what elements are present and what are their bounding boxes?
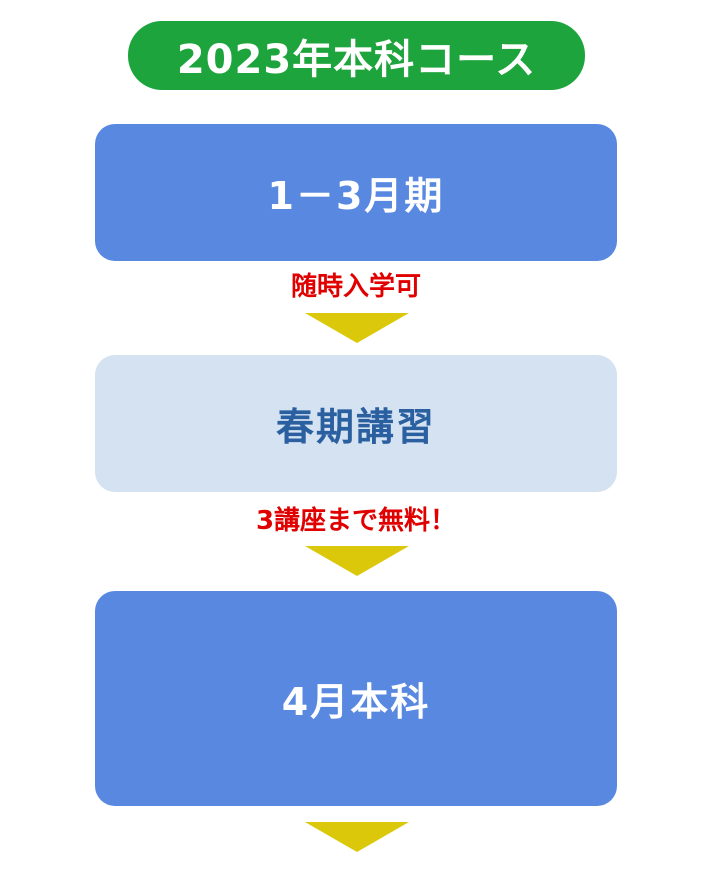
- stage-label: 春期講習: [275, 405, 436, 449]
- down-arrow-shape: [305, 546, 409, 576]
- stage-spring-course: 春期講習: [95, 355, 617, 492]
- course-title: 2023年本科コース: [176, 36, 537, 83]
- course-title-badge: 2023年本科コース: [128, 21, 585, 90]
- down-arrow-shape: [305, 822, 409, 852]
- stage-label: 4月本科: [281, 680, 431, 724]
- down-arrow-shape: [305, 313, 409, 343]
- stage-jan-mar: 1－3月期: [95, 124, 617, 261]
- down-arrow-icon: [305, 313, 409, 343]
- down-arrow-icon: [305, 546, 409, 576]
- down-arrow-icon: [305, 822, 409, 852]
- stage-april-main: 4月本科: [95, 591, 617, 806]
- note-free-courses: 3講座まで無料！: [255, 506, 457, 536]
- note-anytime-enrollment: 随時入学可: [290, 272, 421, 302]
- stage-label: 1－3月期: [267, 174, 445, 218]
